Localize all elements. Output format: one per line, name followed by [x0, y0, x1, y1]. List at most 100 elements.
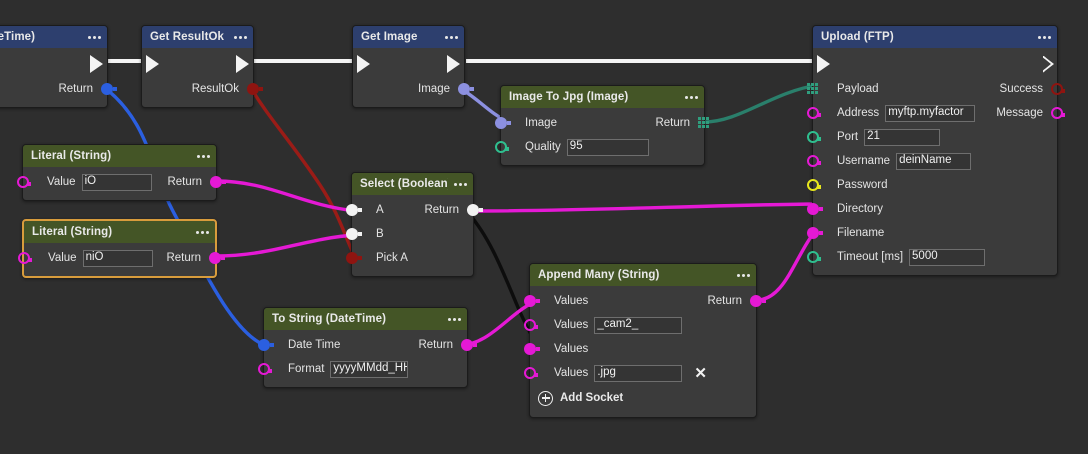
exec-out-port-icon[interactable] — [236, 55, 249, 73]
port-label: Timeout [ms] — [837, 251, 904, 263]
node-to-string-datetime[interactable]: To String (DateTime) Date Time Return Fo… — [258, 307, 477, 388]
node-literal-string-nio[interactable]: Literal (String) Value niO Return — [18, 219, 225, 278]
value-input[interactable]: iO — [81, 173, 152, 191]
port-label: Pick A — [376, 252, 408, 264]
close-x-icon[interactable]: ✕ — [694, 364, 707, 382]
node-title: Select (Boolean) — [360, 178, 448, 190]
node-header[interactable]: Now (DateTime) — [0, 26, 107, 48]
username-input[interactable]: deinName — [896, 152, 972, 170]
input-port-image[interactable] — [495, 117, 511, 129]
exec-in-port-icon[interactable] — [357, 55, 370, 73]
node-select-boolean[interactable]: Select (Boolean) A Return B Pick A — [346, 172, 483, 277]
quality-input[interactable]: 95 — [566, 138, 649, 156]
input-port-value[interactable] — [17, 176, 31, 188]
input-port-format[interactable] — [258, 363, 272, 375]
input-port-b[interactable] — [346, 228, 362, 240]
exec-in-port-icon[interactable] — [146, 55, 159, 73]
output-port-resultok[interactable] — [247, 83, 263, 95]
port-label-message: Message — [996, 107, 1043, 119]
ellipsis-icon[interactable] — [679, 95, 698, 99]
node-header[interactable]: Get ResultOk — [142, 26, 253, 48]
input-port-quality[interactable] — [495, 141, 509, 153]
timeout-input[interactable]: 5000 — [909, 248, 986, 266]
address-input[interactable]: myftp.myfactor — [885, 104, 976, 122]
input-port-values-4[interactable] — [524, 367, 538, 379]
ellipsis-icon[interactable] — [439, 35, 458, 39]
port-label-success: Success — [999, 83, 1043, 95]
port-label: Filename — [837, 227, 885, 239]
output-port-return[interactable] — [101, 83, 117, 95]
ellipsis-icon[interactable] — [442, 317, 461, 321]
port-label: B — [376, 228, 384, 240]
add-socket-button[interactable]: Add Socket — [530, 385, 756, 411]
node-header[interactable]: Select (Boolean) — [352, 173, 473, 195]
port-label: Value — [47, 176, 76, 188]
node-literal-string-io[interactable]: Literal (String) Value iO Return — [17, 144, 226, 201]
ellipsis-icon[interactable] — [191, 154, 210, 158]
output-port-return[interactable] — [210, 176, 226, 188]
input-port-username[interactable] — [807, 155, 821, 167]
port-input[interactable]: 21 — [864, 128, 941, 146]
exec-out-port-icon[interactable] — [90, 55, 103, 73]
input-port-values-2[interactable] — [524, 319, 538, 331]
output-port-return[interactable] — [209, 252, 225, 264]
node-header[interactable]: Image To Jpg (Image) — [501, 86, 704, 108]
ellipsis-icon[interactable] — [731, 273, 750, 277]
add-socket-label: Add Socket — [560, 392, 624, 404]
node-body: Image Return Quality 95 — [495, 108, 709, 165]
output-port-image[interactable] — [458, 83, 474, 95]
node-append-many-string[interactable]: Append Many (String) Values Return Value… — [524, 263, 766, 418]
input-port-port[interactable] — [807, 131, 821, 143]
input-port-timeout[interactable] — [807, 251, 821, 263]
output-port-return-array[interactable] — [698, 117, 710, 129]
input-port-filename[interactable] — [807, 227, 823, 239]
input-port-a[interactable] — [346, 204, 362, 216]
node-now-datetime[interactable]: Now (DateTime) Return — [0, 25, 117, 108]
value-input[interactable]: niO — [82, 249, 153, 267]
ellipsis-icon[interactable] — [448, 182, 467, 186]
values-input-4[interactable]: .jpg — [594, 364, 683, 382]
exec-out-port-icon[interactable] — [1043, 55, 1054, 73]
output-port-return[interactable] — [461, 339, 477, 351]
input-port-address[interactable] — [807, 107, 821, 119]
node-header[interactable]: Literal (String) — [24, 221, 215, 243]
ellipsis-icon[interactable] — [1032, 35, 1051, 39]
values-input-2[interactable]: _cam2_ — [594, 316, 683, 334]
ellipsis-icon[interactable] — [190, 230, 209, 234]
output-port-message[interactable] — [1051, 107, 1065, 119]
node-upload-ftp[interactable]: Upload (FTP) Payload Success Address — [807, 25, 1065, 276]
ellipsis-icon[interactable] — [82, 35, 101, 39]
port-row-values-2: Values _cam2_ — [524, 313, 756, 337]
input-port-value[interactable] — [18, 252, 32, 264]
exec-row — [0, 51, 107, 77]
node-get-resultok[interactable]: Get ResultOk ResultOk — [141, 25, 263, 108]
format-input[interactable]: yyyyMMdd_HH — [330, 360, 409, 378]
input-port-password[interactable] — [807, 179, 821, 191]
ellipsis-icon[interactable] — [228, 35, 247, 39]
input-port-datetime[interactable] — [258, 339, 274, 351]
node-get-image[interactable]: Get Image Image — [352, 25, 474, 108]
exec-row — [813, 51, 1057, 77]
port-label: Username — [837, 155, 891, 167]
output-port-return[interactable] — [467, 204, 483, 216]
input-port-directory[interactable] — [807, 203, 823, 215]
node-image-to-jpg[interactable]: Image To Jpg (Image) Image Return Qualit… — [495, 85, 709, 166]
input-port-pick-a[interactable] — [346, 252, 362, 264]
input-port-values-1[interactable] — [524, 295, 540, 307]
exec-out-port-icon[interactable] — [447, 55, 460, 73]
node-body: Payload Success Address myftp.myfactor M… — [807, 48, 1065, 275]
input-port-values-3[interactable] — [524, 343, 540, 355]
input-port-payload-array[interactable] — [807, 83, 819, 95]
output-port-success[interactable] — [1051, 83, 1065, 95]
port-row-format: Format yyyyMMdd_HH — [258, 357, 467, 381]
output-port-return[interactable] — [750, 295, 766, 307]
port-row-a: A Return — [346, 198, 483, 222]
port-row-resultok: ResultOk — [142, 77, 263, 101]
exec-in-port-icon[interactable] — [817, 55, 830, 73]
node-header[interactable]: Literal (String) — [23, 145, 216, 167]
node-header[interactable]: To String (DateTime) — [264, 308, 467, 330]
node-header[interactable]: Upload (FTP) — [813, 26, 1057, 48]
node-header[interactable]: Append Many (String) — [530, 264, 756, 286]
node-header[interactable]: Get Image — [353, 26, 464, 48]
